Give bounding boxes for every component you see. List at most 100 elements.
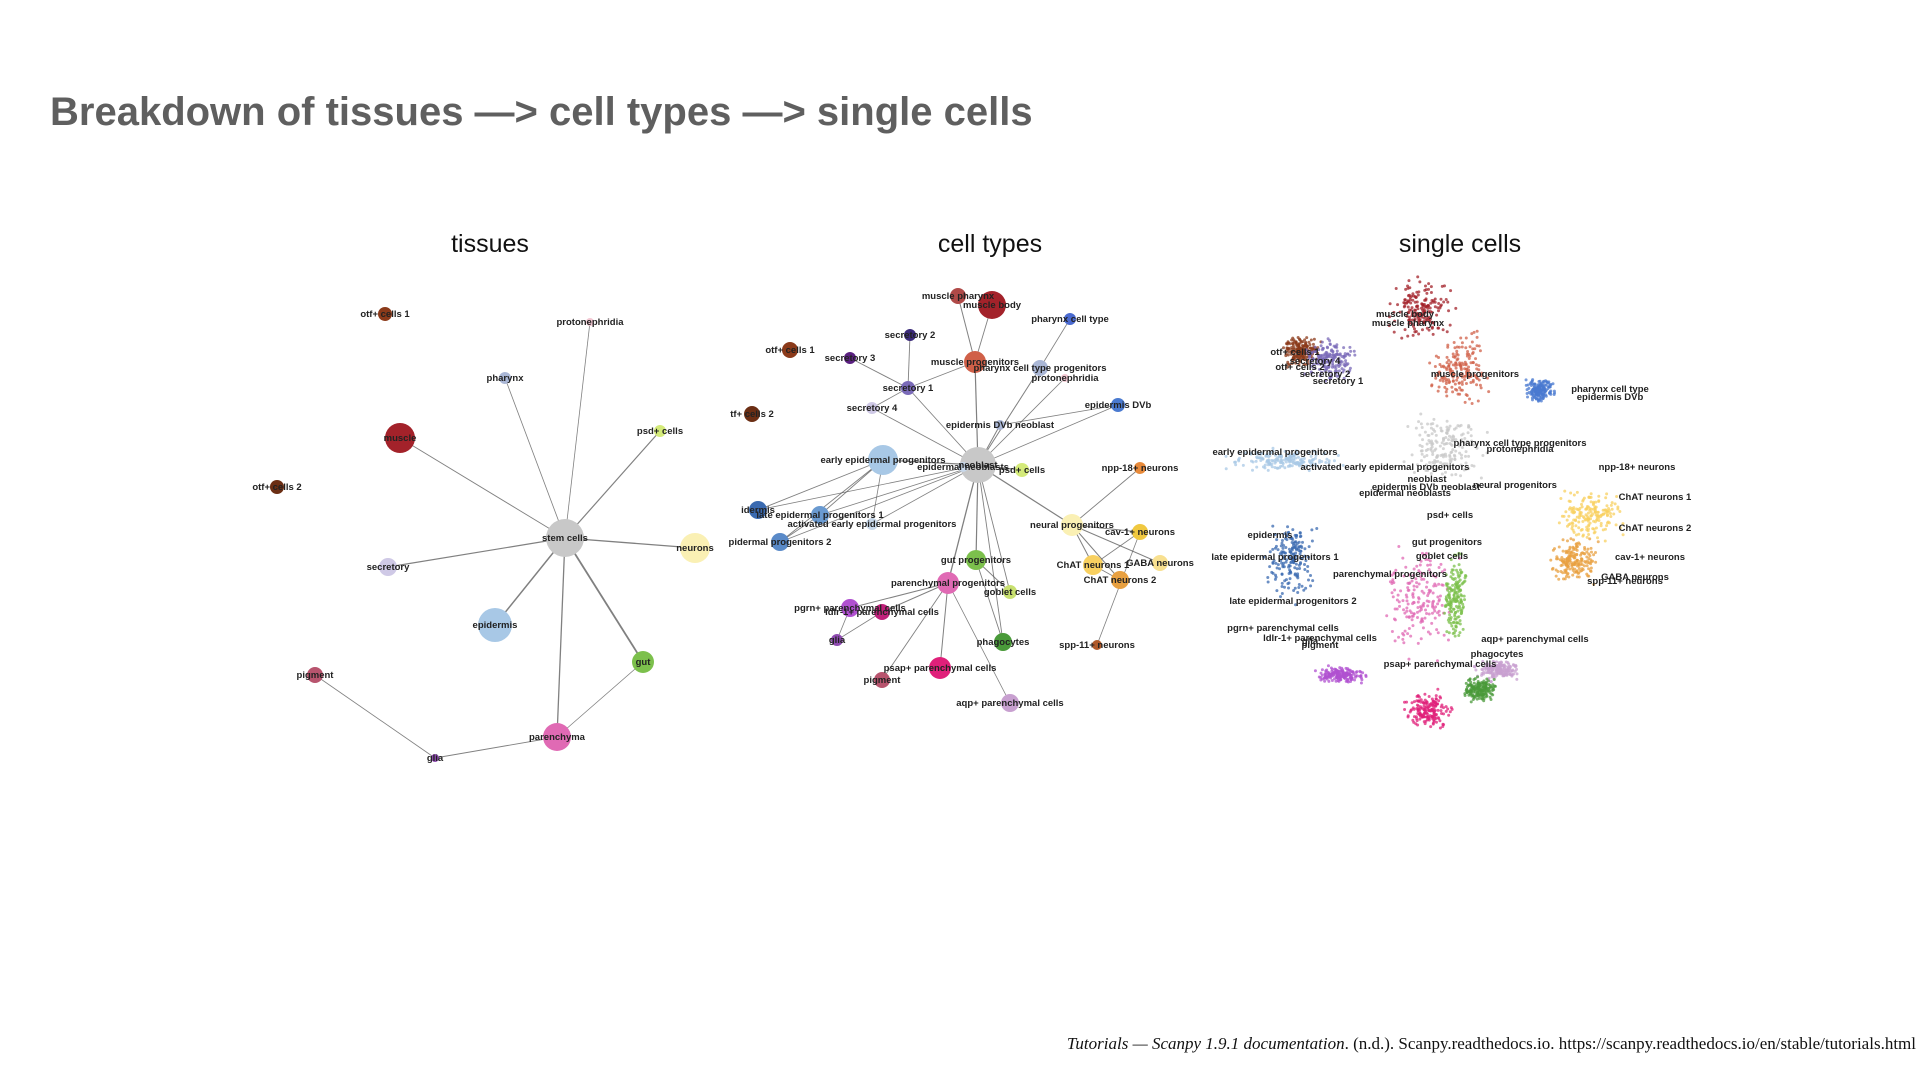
single-cell-point <box>1338 353 1342 357</box>
single-cell-point <box>1577 532 1581 536</box>
single-cells-label-secretory-2: secretory 2 <box>1300 369 1351 380</box>
single-cell-point <box>1427 328 1431 332</box>
slide-title: Breakdown of tissues —> cell types —> si… <box>50 90 1033 134</box>
single-cell-point <box>1437 385 1441 389</box>
single-cell-point <box>1515 677 1519 681</box>
single-cell-point <box>1311 342 1315 346</box>
single-cell-point <box>1455 378 1459 382</box>
single-cell-point <box>1304 586 1308 590</box>
single-cell-point <box>1447 438 1451 442</box>
single-cell-point <box>1388 315 1392 319</box>
single-cell-point <box>1255 455 1259 459</box>
single-cell-point <box>1428 709 1432 713</box>
single-cell-point <box>1438 594 1442 598</box>
single-cell-point <box>1584 513 1588 517</box>
single-cell-point <box>1456 392 1460 396</box>
single-cell-point <box>1539 389 1543 393</box>
single-cell-point <box>1457 634 1461 638</box>
single-cell-point <box>1442 442 1446 446</box>
single-cell-point <box>1449 459 1453 463</box>
single-cells-title: single cells <box>1398 230 1522 258</box>
single-cell-point <box>1440 603 1444 607</box>
single-cell-point <box>1485 677 1489 681</box>
single-cell-point <box>1604 496 1608 500</box>
single-cell-point <box>1538 385 1542 389</box>
single-cell-point <box>1447 620 1451 624</box>
single-cell-point <box>1450 369 1454 373</box>
single-cell-point <box>1448 598 1452 602</box>
single-cell-point <box>1317 675 1321 679</box>
cell-types-node-epidermis-dvb <box>1111 398 1125 412</box>
single-cells-label-goblet-cells: goblet cells <box>1416 551 1468 562</box>
single-cell-point <box>1268 565 1272 569</box>
single-cell-point <box>1524 378 1528 382</box>
single-cell-point <box>1443 568 1447 572</box>
cell-types-edge <box>907 361 976 389</box>
single-cell-point <box>1422 455 1426 459</box>
single-cell-point <box>1467 365 1471 369</box>
single-cell-point <box>1434 694 1438 698</box>
single-cell-point <box>1479 476 1483 480</box>
single-cells-label-late-epidermal-progenitors-1: late epidermal progenitors 1 <box>1211 552 1339 563</box>
single-cell-point <box>1562 514 1566 518</box>
single-cell-point <box>1323 352 1327 356</box>
single-cell-point <box>1448 424 1452 428</box>
single-cell-point <box>1292 452 1296 456</box>
single-cell-point <box>1561 549 1565 553</box>
single-cell-point <box>1403 301 1407 305</box>
single-cell-point <box>1526 395 1530 399</box>
single-cell-point <box>1333 677 1337 681</box>
single-cells-label-epidermal-neoblasts: epidermal neoblasts <box>1359 488 1451 499</box>
single-cell-point <box>1419 412 1423 416</box>
single-cell-point <box>1319 671 1323 675</box>
single-cell-point <box>1346 678 1350 682</box>
single-cell-point <box>1418 563 1422 567</box>
tissues-label-otf-cells-1: otf+ cells 1 <box>360 309 410 320</box>
cell-types-edge <box>1071 467 1141 526</box>
single-cell-point <box>1313 669 1317 673</box>
single-cell-point <box>1251 460 1255 464</box>
single-cell-point <box>1531 382 1535 386</box>
single-cell-point <box>1484 662 1488 666</box>
single-cell-point <box>1289 550 1293 554</box>
single-cell-point <box>1415 616 1419 620</box>
single-cell-point <box>1450 450 1454 454</box>
tissues-edge <box>399 437 566 539</box>
cell-types-edge <box>939 582 949 669</box>
single-cell-point <box>1412 584 1416 588</box>
single-cell-point <box>1405 609 1409 613</box>
single-cell-point <box>1399 589 1403 593</box>
single-cell-point <box>1424 315 1428 319</box>
single-cell-point <box>1316 359 1320 363</box>
single-cell-point <box>1394 287 1398 291</box>
single-cell-point <box>1454 629 1458 633</box>
single-cell-point <box>1410 618 1414 622</box>
single-cell-point <box>1447 381 1451 385</box>
single-cell-point <box>1426 422 1430 426</box>
single-cell-point <box>1551 566 1555 570</box>
single-cell-point <box>1596 536 1600 540</box>
single-cell-point <box>1560 563 1564 567</box>
cell-types-edge <box>757 459 884 511</box>
single-cell-point <box>1309 584 1313 588</box>
single-cell-point <box>1448 441 1452 445</box>
single-cell-point <box>1279 454 1283 458</box>
single-cell-point <box>1303 562 1307 566</box>
cell-types-label-epidermis-dvb-neoblast: epidermis DVb neoblast <box>946 420 1055 431</box>
single-cell-point <box>1591 502 1595 506</box>
single-cell-point <box>1530 398 1534 402</box>
single-cells-label-chat-neurons-2: ChAT neurons 2 <box>1619 523 1692 534</box>
single-cell-point <box>1577 520 1581 524</box>
single-cell-point <box>1446 600 1450 604</box>
single-cell-point <box>1468 372 1472 376</box>
single-cell-point <box>1424 284 1428 288</box>
single-cell-point <box>1594 551 1598 555</box>
single-cell-point <box>1309 346 1313 350</box>
single-cell-point <box>1583 552 1587 556</box>
cell-types-edge <box>849 582 949 609</box>
single-cell-point <box>1493 684 1497 688</box>
single-cell-point <box>1407 657 1411 661</box>
single-cell-point <box>1254 459 1258 463</box>
single-cell-point <box>1288 460 1292 464</box>
single-cell-point <box>1278 567 1282 571</box>
